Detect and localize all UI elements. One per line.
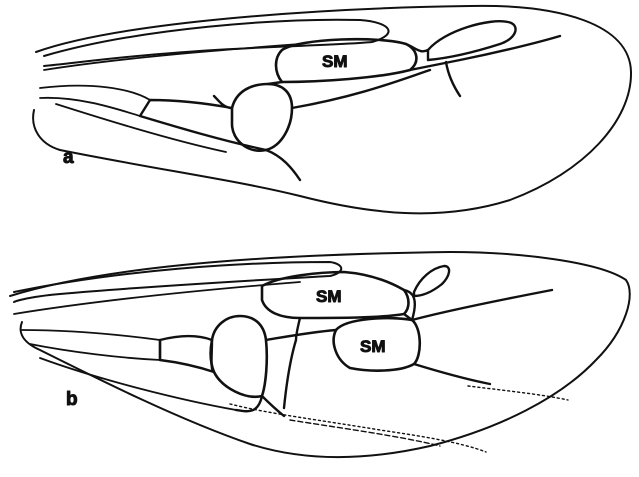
forewing-a-distal-cell [428, 21, 516, 60]
forewing-b-veins [160, 290, 552, 416]
panel-b-label: b [66, 389, 78, 410]
panel-b-sm-label-2: SM [360, 337, 386, 356]
forewing-b-dotted-vein-1 [468, 386, 568, 400]
forewing-a-veins [140, 36, 560, 180]
panel-a-sm-label: SM [322, 52, 348, 71]
forewing-a-outline [33, 6, 631, 213]
forewing-b-dotted-vein-2 [230, 404, 486, 452]
panel-b-sm-label-1: SM [316, 287, 342, 306]
forewing-b-cell-1 [211, 316, 267, 397]
forewing-a-cell-1 [232, 84, 292, 151]
panel-a-label: a [63, 147, 74, 168]
forewing-b [10, 252, 630, 457]
forewing-b-dashed-vein-3 [290, 420, 440, 446]
forewing-b-distal-cell [414, 266, 449, 296]
forewing-b-cell-2 [160, 336, 214, 372]
forewing-a [33, 6, 631, 213]
forewing-a-anal-lines [40, 86, 226, 152]
